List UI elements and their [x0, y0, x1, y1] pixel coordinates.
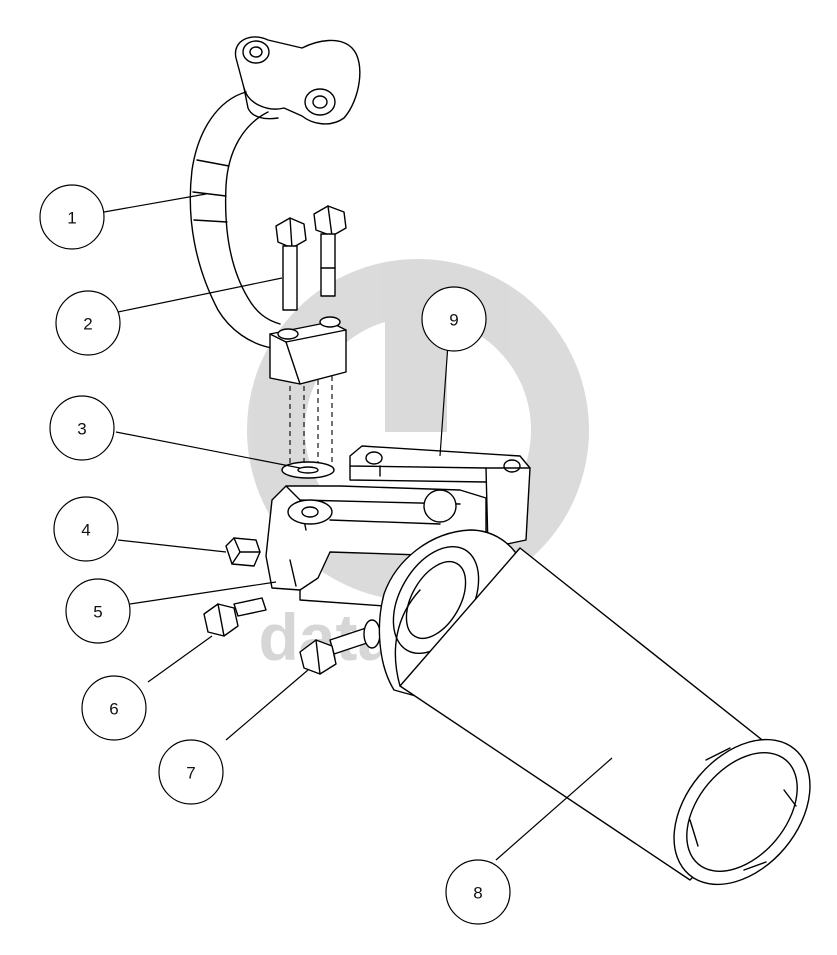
part-washer — [281, 461, 335, 479]
callout-3: 3 — [49, 395, 115, 461]
part-bolt-7 — [299, 619, 381, 675]
callout-7: 7 — [158, 739, 224, 805]
part-bracket — [349, 445, 531, 549]
part-bolts — [275, 205, 347, 311]
callout-6: 6 — [81, 675, 147, 741]
callout-4-label: 4 — [81, 521, 90, 540]
part-plug — [225, 537, 261, 567]
part-clamp — [269, 316, 347, 470]
callout-1-label: 1 — [67, 209, 76, 228]
callout-3-label: 3 — [77, 420, 86, 439]
part-pipe — [189, 36, 361, 349]
callout-2-label: 2 — [83, 315, 92, 334]
callout-2: 2 — [55, 290, 121, 356]
callout-4: 4 — [53, 496, 119, 562]
part-filter-head — [265, 485, 487, 607]
callout-1: 1 — [39, 184, 105, 250]
part-filter-cartridge — [378, 529, 811, 886]
callout-9: 9 — [421, 286, 487, 352]
callout-8: 8 — [445, 859, 511, 925]
callout-8-label: 8 — [473, 884, 482, 903]
callout-5: 5 — [65, 578, 131, 644]
callout-9-label: 9 — [449, 311, 458, 330]
part-bolt-6 — [203, 597, 267, 637]
callout-5-label: 5 — [93, 603, 102, 622]
leader-lines — [103, 193, 613, 861]
callout-7-label: 7 — [186, 764, 195, 783]
callout-6-label: 6 — [109, 700, 118, 719]
